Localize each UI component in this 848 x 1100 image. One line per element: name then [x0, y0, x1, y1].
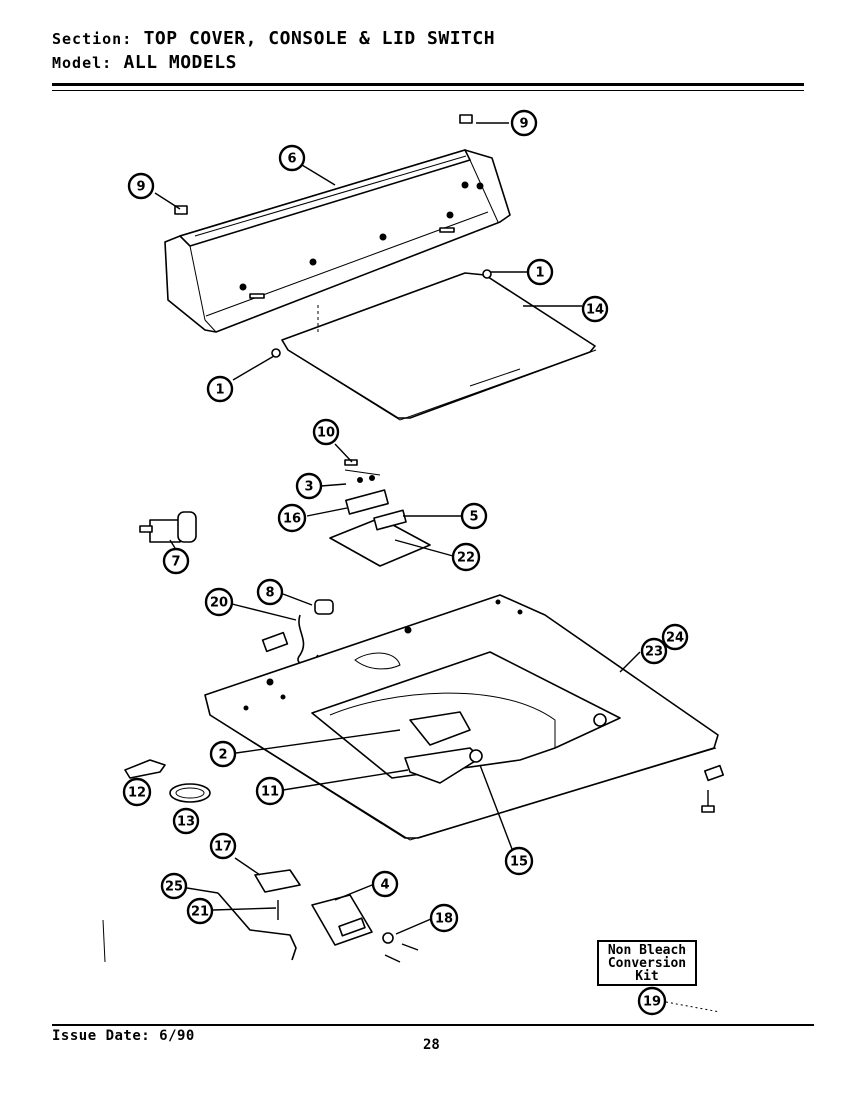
callout-16: 16 — [277, 503, 307, 533]
callout-1-right-label: 1 — [535, 266, 544, 281]
callout-2: 2 — [209, 740, 237, 768]
kit-label-line1: Non Bleach — [607, 943, 687, 958]
lid-switch-assembly — [329, 459, 431, 567]
callout-5-label: 5 — [469, 510, 478, 525]
callout-10-label: 10 — [317, 426, 335, 441]
callout-15: 15 — [504, 846, 534, 876]
header-rule-thick — [52, 83, 804, 86]
callout-9-top: 9 — [510, 109, 538, 137]
callout-25: 25 — [160, 872, 188, 900]
callout-14: 14 — [581, 295, 609, 323]
callout-9-left: 9 — [127, 172, 155, 200]
callout-20-label: 20 — [210, 596, 228, 611]
kit-label-line2: Conversion — [607, 956, 687, 971]
callout-19-label: 19 — [643, 995, 661, 1010]
footer-rule — [52, 1024, 814, 1026]
callout-25-label: 25 — [165, 880, 183, 895]
rod-part — [217, 892, 297, 961]
screw-part — [701, 764, 725, 813]
callout-1-left-label: 1 — [215, 383, 224, 398]
callout-20: 20 — [204, 587, 234, 617]
callout-18-label: 18 — [435, 912, 453, 927]
callout-23: 23 — [640, 637, 668, 665]
callout-16-label: 16 — [283, 512, 301, 527]
callout-9-left-label: 9 — [136, 180, 145, 195]
callout-12: 12 — [122, 777, 152, 807]
ring-part — [169, 783, 211, 803]
callout-7-label: 7 — [171, 555, 180, 570]
callout-13: 13 — [172, 807, 200, 835]
top-cover-part — [204, 594, 719, 841]
console-part — [164, 149, 511, 333]
callout-24: 24 — [661, 623, 689, 651]
model-value: ALL MODELS — [123, 52, 237, 73]
header-rule-thin — [52, 90, 804, 91]
console-clip-left — [174, 205, 188, 215]
callout-23-label: 23 — [645, 645, 663, 660]
callout-1-left: 1 — [206, 375, 234, 403]
callout-14-label: 14 — [586, 303, 604, 318]
callout-18: 18 — [429, 903, 459, 933]
callout-17: 17 — [209, 832, 237, 860]
callout-15-label: 15 — [510, 855, 528, 870]
callout-10: 10 — [312, 418, 340, 446]
callout-3-label: 3 — [304, 480, 313, 495]
switch-bracket-part — [254, 869, 301, 893]
callout-5: 5 — [460, 502, 488, 530]
model-label: Model: — [52, 54, 113, 72]
callout-4-label: 4 — [380, 878, 389, 893]
section-value: TOP COVER, CONSOLE & LID SWITCH — [143, 28, 496, 49]
callout-22-label: 22 — [457, 551, 475, 566]
section-label: Section: — [52, 30, 133, 48]
callout-7: 7 — [162, 547, 190, 575]
callout-1-right: 1 — [526, 258, 554, 286]
callout-21-label: 21 — [191, 905, 209, 920]
kit-label-line3: Kit — [635, 969, 659, 984]
callout-2-label: 2 — [218, 748, 227, 763]
issue-date: Issue Date: 6/90 — [52, 1028, 195, 1044]
bracket-part — [124, 759, 166, 779]
screws-part — [382, 932, 419, 963]
lid-part — [271, 269, 597, 421]
leader-lines — [154, 122, 721, 1013]
callout-9-top-label: 9 — [519, 117, 528, 132]
callout-21: 21 — [186, 897, 214, 925]
switch-part — [311, 894, 373, 946]
connector-part — [139, 511, 197, 543]
callout-11: 11 — [255, 776, 285, 806]
callout-4: 4 — [371, 870, 399, 898]
callout-6-label: 6 — [287, 152, 296, 167]
callout-12-label: 12 — [128, 786, 146, 801]
model-line: Model: ALL MODELS — [52, 52, 237, 73]
page-number: 28 — [423, 1037, 440, 1053]
callout-8: 8 — [256, 578, 284, 606]
callout-13-label: 13 — [177, 815, 195, 830]
callout-24-label: 24 — [666, 631, 684, 646]
callout-22: 22 — [451, 542, 481, 572]
section-line: Section: TOP COVER, CONSOLE & LID SWITCH — [52, 28, 495, 49]
callout-3: 3 — [295, 472, 323, 500]
cord-part — [261, 599, 334, 665]
callout-11-label: 11 — [261, 785, 279, 800]
callout-19: 19 — [637, 986, 667, 1016]
kit-label-box: Non Bleach Conversion Kit — [597, 940, 697, 986]
callout-8-label: 8 — [265, 586, 274, 601]
callout-6: 6 — [278, 144, 306, 172]
console-clip-right — [459, 114, 473, 124]
callout-17-label: 17 — [214, 840, 232, 855]
